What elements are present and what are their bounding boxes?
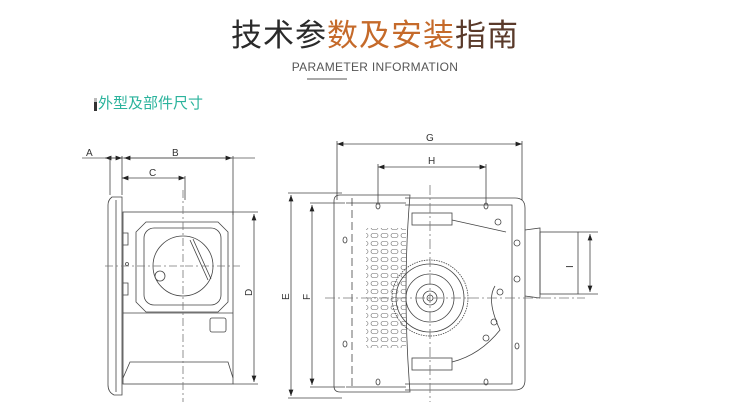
section-title: 外型及部件尺寸 <box>98 94 204 112</box>
dim-label-a: A <box>86 148 93 159</box>
dim-label-e: E <box>281 293 292 300</box>
dim-label-c: C <box>149 168 156 179</box>
dim-label-i: I <box>565 265 576 268</box>
page-subtitle: PARAMETER INFORMATION <box>291 60 459 74</box>
page-title: 技术参数及安装指南 <box>0 16 750 56</box>
title-part-2: 数及安装 <box>327 18 455 54</box>
section-heading: 外型及部件尺寸 <box>94 92 203 113</box>
title-underline <box>307 78 347 80</box>
title-part-3: 指南 <box>455 18 519 54</box>
dim-label-g: G <box>426 133 434 144</box>
front-view <box>288 141 598 402</box>
title-part-1: 技术参 <box>231 18 327 54</box>
side-view <box>82 155 258 402</box>
dim-label-f: F <box>302 294 313 300</box>
grille-slots <box>366 228 406 348</box>
section-marker <box>94 98 97 111</box>
dim-label-d: D <box>244 289 255 296</box>
dim-label-h: H <box>428 156 435 167</box>
dim-label-b: B <box>172 148 179 159</box>
